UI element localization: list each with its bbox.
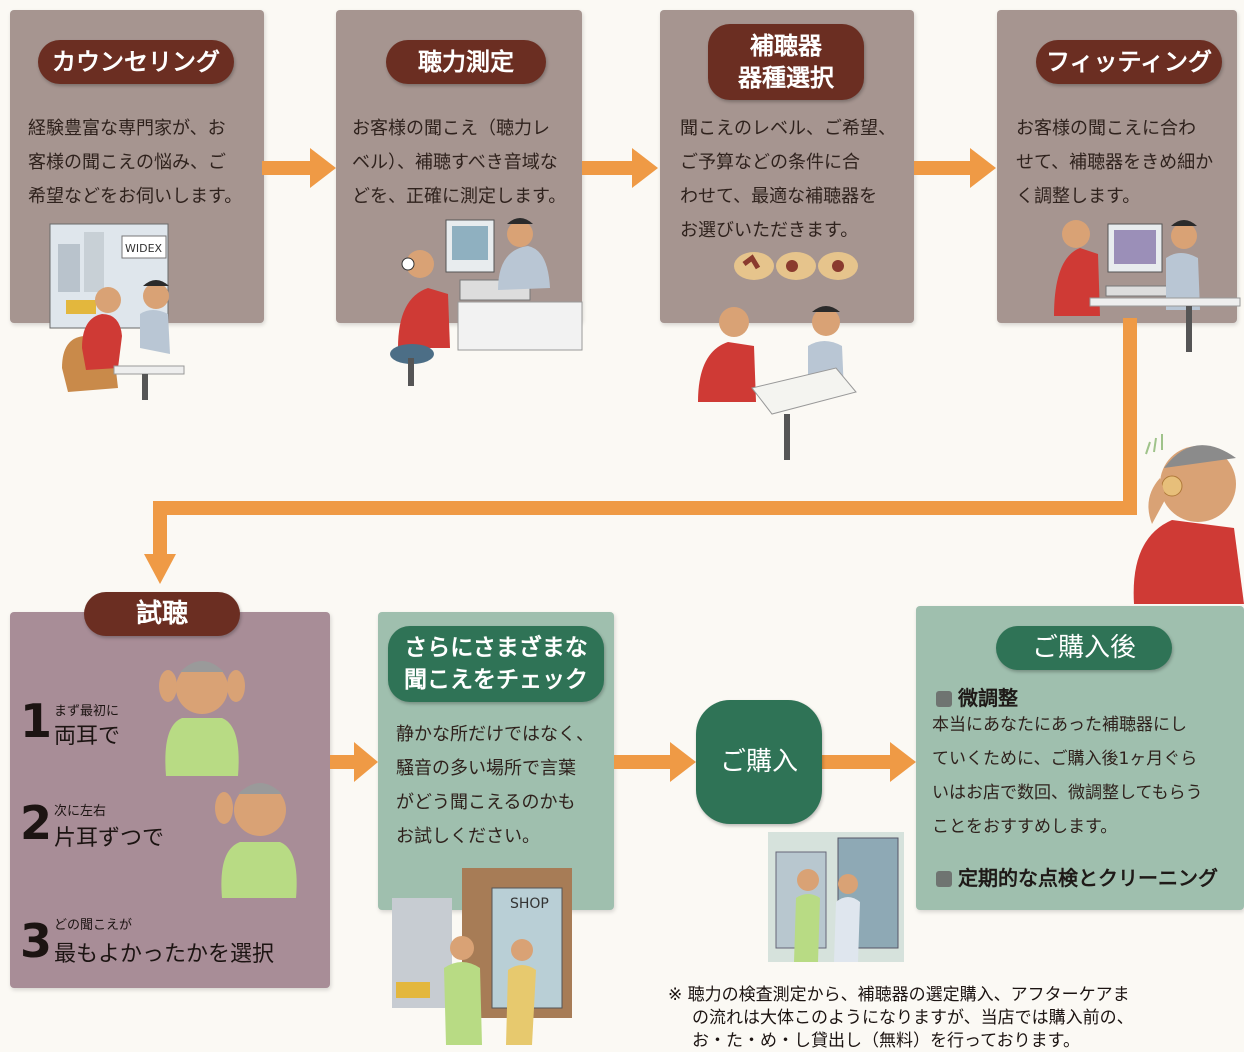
model-selection-illustration [698, 252, 858, 460]
trial-1-big-text: 両耳で [54, 724, 121, 749]
purchase-badge: ご購入 [696, 700, 822, 824]
arrow-right-5 [614, 742, 696, 782]
step-hearing-test-title: 聴力測定 [386, 40, 546, 84]
listening-man-illustration [1133, 434, 1244, 604]
after-purchase-text: 本当にあなたにあった補聴器にし ていくために、ご購入後1ヶ月ぐら いはお店で数回… [932, 715, 1203, 837]
footnote-mark: ※ [668, 985, 683, 1005]
trial-both-ears-illustration [159, 661, 245, 776]
step-model-selection-text: 聞こえのレベル、ご希望、 ご予算などの条件に合 わせて、最適な補聴器を お選びい… [680, 118, 896, 241]
bullet-square-icon [936, 691, 952, 707]
arrow-right-2 [582, 148, 658, 188]
fine-tuning-heading-text: 微調整 [958, 686, 1018, 710]
fine-tuning-heading: 微調整 [936, 682, 1018, 711]
trial-2-big-text: 片耳ずつで [54, 826, 165, 851]
check-title: さらにさまざまな 聞こえをチェック [388, 626, 604, 702]
step-counseling-text: 経験豊富な専門家が、お 客様の聞こえの悩み、ご 希望などをお伺いします。 [28, 118, 243, 207]
shop-sign: SHOP [510, 896, 549, 912]
trial-1-number: 1 [20, 694, 53, 748]
bullet-square-icon [936, 871, 952, 887]
trial-3-number: 3 [20, 914, 53, 968]
footnote-line3-row: お・た・め・し貸出し（無料）を行っております。 [692, 1031, 1080, 1051]
arrow-right-1 [262, 148, 336, 188]
hearing-test-illustration [390, 218, 583, 386]
trial-one-ear-illustration [215, 783, 297, 898]
fitting-illustration [1054, 220, 1241, 352]
store-front-illustration [768, 832, 904, 962]
step-counseling-title: カウンセリング [38, 40, 234, 84]
check-title-line2: 聞こえをチェック [404, 667, 588, 693]
step-model-selection-title-line2: 器種選択 [738, 64, 834, 92]
footnote: ※ 聴力の検査測定から、補聴器の選定購入、アフターケアま [668, 984, 1130, 1006]
step-fitting-title: フィッティング [1036, 40, 1222, 84]
arrow-right-4 [330, 742, 378, 782]
step-model-selection-title-line1: 補聴器 [750, 32, 822, 60]
trial-3-small-text: どの聞こえが [54, 918, 133, 933]
arrow-right-3 [914, 148, 996, 188]
arrow-right-6 [822, 742, 916, 782]
shop-street-illustration: SHOP [392, 868, 572, 1045]
counseling-illustration: WIDEX [49, 223, 185, 400]
check-text: 静かな所だけではなく、 騒音の多い場所で言葉 がどう聞こえるのかも お試しくださ… [396, 724, 594, 847]
widex-sign: WIDEX [125, 242, 163, 255]
trial-2-number: 2 [20, 796, 53, 850]
step-fitting-text: お客様の聞こえに合わ せて、補聴器をきめ細か く調整します。 [1016, 118, 1214, 207]
trial-1-small-text: まず最初に [54, 704, 120, 719]
step-hearing-test-text: お客様の聞こえ（聴力レ ベル）、補聴すべき音域な どを、正確に測定します。 [352, 118, 567, 207]
trial-3-big-text: 最もよかったかを選択 [54, 942, 275, 967]
step-model-selection-title: 補聴器 器種選択 [708, 24, 864, 100]
maintenance-heading-text: 定期的な点検とクリーニング [958, 866, 1218, 890]
trial-title: 試聴 [84, 592, 240, 636]
footnote-line2-row: の流れは大体このようになりますが、当店では購入前の、 [692, 1008, 1134, 1028]
after-purchase-title: ご購入後 [996, 626, 1172, 670]
connector-fitting-to-trial [144, 318, 1137, 584]
check-title-line1: さらにさまざまな [404, 635, 588, 661]
footnote-line1: 聴力の検査測定から、補聴器の選定購入、アフターケアま [687, 985, 1130, 1005]
trial-2-small-text: 次に左右 [54, 804, 107, 819]
maintenance-heading: 定期的な点検とクリーニング [936, 862, 1218, 891]
